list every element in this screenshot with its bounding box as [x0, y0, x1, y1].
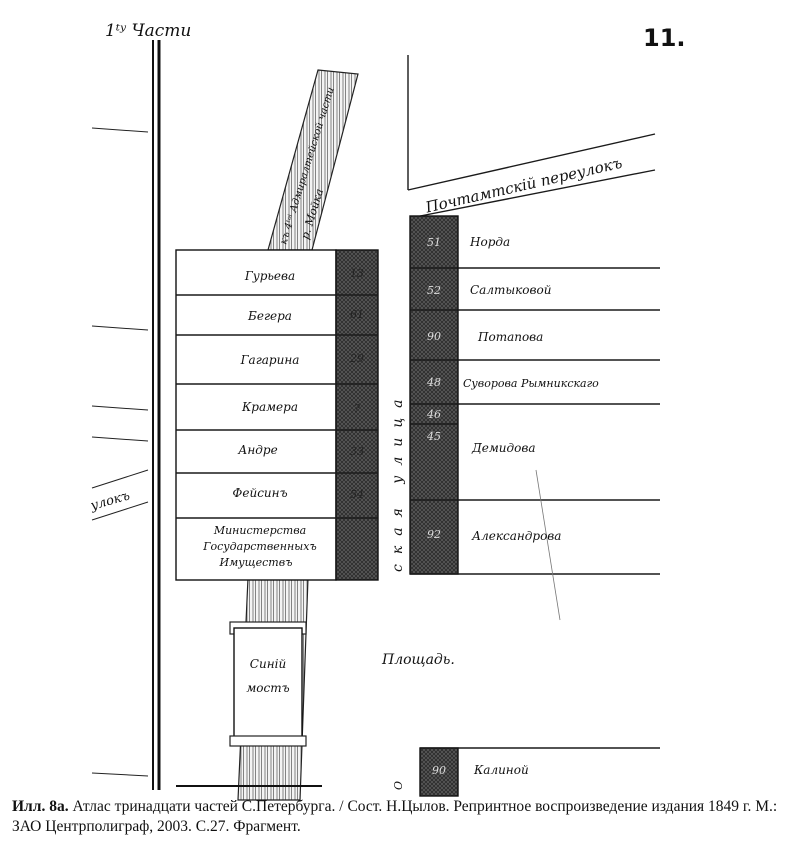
- bottom-owner-name: Калиной: [473, 763, 529, 777]
- caption-text: Атлас тринадцати частей С.Петербурга. / …: [12, 798, 778, 835]
- owner-label-6: Фейсинъ: [232, 486, 287, 500]
- owner-label-2: Бегера: [247, 309, 292, 323]
- right-number-5: 46: [426, 408, 441, 421]
- caption-label: Илл. 8а.: [12, 798, 69, 815]
- bridge-label-2: мостъ: [246, 681, 289, 695]
- owner-label-4: Крамера: [241, 400, 298, 414]
- owner-label-7b: Государственныхъ: [202, 540, 317, 553]
- siniy-bridge: Синій мостъ: [229, 621, 307, 747]
- left-owner-labels: Гурьева Бегера Гагарина Крамера Андре Фе…: [202, 269, 317, 569]
- right-owner-1: Норда: [469, 235, 510, 249]
- street-name: ская улица: [390, 390, 406, 572]
- house-number-6: 54: [350, 488, 364, 501]
- house-number-3: 29: [349, 352, 364, 365]
- left-house-numbers: 13 61 29 ? 33 54: [349, 267, 364, 501]
- right-number-7: 92: [427, 528, 441, 541]
- left-lane-fragment: улокъ: [88, 488, 132, 514]
- owner-label-7a: Министерства: [213, 524, 306, 537]
- right-owner-6: Демидова: [471, 441, 536, 455]
- bottom-owner-number: 90: [432, 764, 446, 777]
- figure-caption: Илл. 8а. Атлас тринадцати частей С.Петер…: [12, 797, 782, 837]
- house-number-5: 33: [350, 445, 364, 458]
- right-number-1: 51: [427, 236, 441, 249]
- right-house-numbers: 51 52 90 48 46 45 92: [426, 236, 441, 541]
- house-number-2: 61: [350, 308, 364, 321]
- owner-label-7c: Имуществъ: [219, 556, 293, 569]
- right-owner-3: Потапова: [477, 330, 543, 344]
- right-owner-4: Суворова Рымникскаго: [463, 377, 599, 390]
- right-owner-2: Салтыковой: [470, 283, 551, 297]
- right-number-2: 52: [427, 284, 441, 297]
- bottom-mark: О: [392, 781, 405, 790]
- right-number-6: 45: [426, 430, 441, 443]
- left-margin-dashes: [91, 127, 149, 777]
- bottom-owner-block: 90 Калиной: [419, 747, 660, 797]
- owner-label-3: Гагарина: [240, 353, 300, 367]
- right-number-4: 48: [426, 376, 441, 389]
- owner-label-1: Гурьева: [244, 269, 295, 283]
- owner-label-5: Андре: [237, 443, 277, 457]
- right-number-3: 90: [427, 330, 441, 343]
- house-number-1: 13: [350, 267, 364, 280]
- house-number-4: ?: [354, 402, 360, 415]
- right-owner-7: Александрова: [471, 529, 561, 543]
- right-owner-labels: Норда Салтыковой Потапова Суворова Рымни…: [463, 235, 599, 543]
- right-block: [407, 55, 660, 621]
- square-name: Площадь.: [381, 652, 455, 668]
- left-lane-text: улокъ: [88, 488, 132, 514]
- left-block: [175, 249, 379, 581]
- bridge-label-1: Синій: [250, 657, 286, 671]
- part-label: 1ᵗʸ Части: [105, 21, 191, 41]
- left-border-lines: [152, 40, 161, 790]
- sheet-number: 11.: [643, 24, 686, 52]
